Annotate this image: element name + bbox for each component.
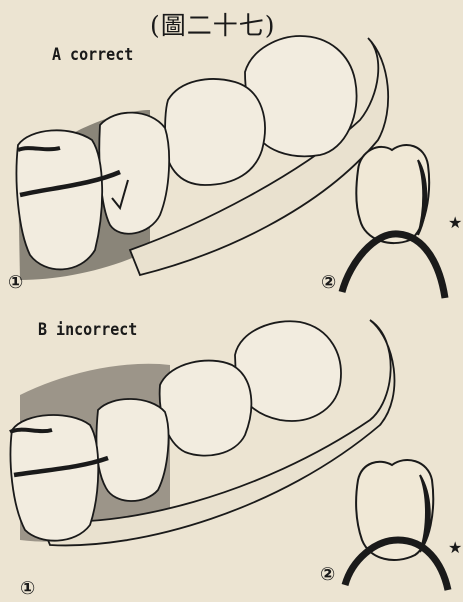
jaw-b-molar-2 — [160, 361, 252, 456]
marker-b-1: ① — [20, 580, 35, 598]
section-b-label: B incorrect — [38, 319, 137, 340]
jaw-b-abutment — [11, 415, 99, 541]
marker-a-star: ★ — [448, 215, 462, 231]
tooth-a-crown — [356, 145, 429, 243]
jaw-a-abutment — [17, 130, 103, 269]
jaw-a-clasp-2 — [18, 148, 60, 150]
marker-a-2: ② — [321, 274, 336, 292]
marker-b-2: ② — [320, 566, 335, 584]
tooth-illustration-b — [345, 460, 448, 590]
jaw-b-premolar — [97, 399, 169, 501]
jaw-b-clasp-2 — [10, 430, 52, 432]
jaw-illustration-a — [17, 36, 389, 280]
marker-a-1: ① — [8, 274, 23, 292]
jaw-illustration-b — [10, 320, 394, 545]
tooth-illustration-a — [342, 145, 445, 298]
marker-b-star: ★ — [448, 540, 462, 556]
jaw-a-molar-2 — [165, 79, 265, 185]
jaw-a-premolar — [99, 113, 169, 234]
